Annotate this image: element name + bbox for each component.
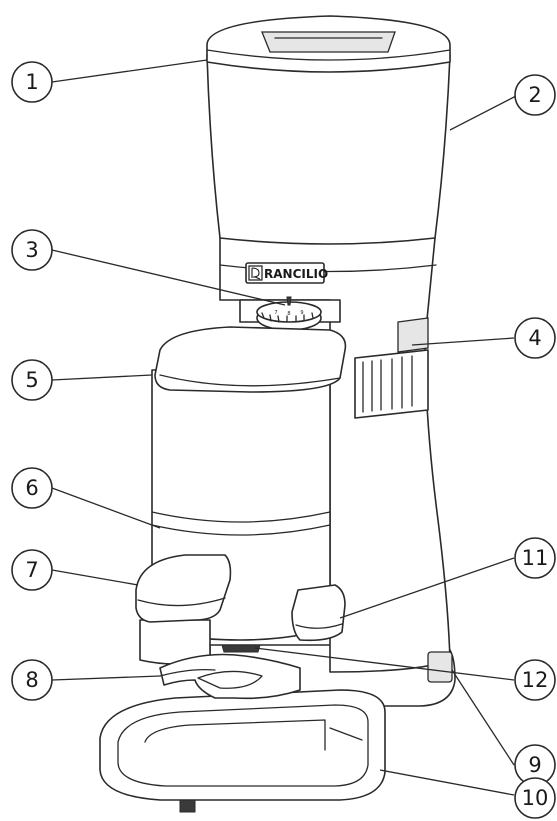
leader-9 [451, 669, 515, 766]
rancilio-logo-icon [248, 265, 263, 281]
leader-5 [51, 374, 153, 381]
callout-12: 12 [514, 659, 556, 701]
svg-text:12: 12 [522, 668, 549, 692]
side-control-panel [354, 317, 429, 419]
svg-text:10: 10 [522, 786, 549, 810]
coffee-tray [99, 689, 386, 813]
callouts: 1 2 3 4 5 6 7 8 9 10 11 12 [11, 61, 556, 819]
callout-11: 11 [514, 537, 556, 579]
leader-2 [449, 94, 519, 131]
grind-start-button[interactable] [291, 584, 346, 642]
leader-10 [379, 769, 515, 796]
leader-3 [51, 249, 286, 306]
svg-text:9: 9 [528, 753, 541, 777]
leader-6 [51, 487, 161, 529]
bean-hopper [206, 15, 451, 245]
svg-text:2: 2 [528, 83, 541, 107]
leader-4 [411, 337, 515, 346]
svg-text:4: 4 [528, 326, 541, 350]
callout-4: 4 [514, 317, 556, 359]
callout-9: 9 [514, 744, 556, 786]
power-switch[interactable] [427, 651, 453, 683]
svg-text:3: 3 [25, 238, 38, 262]
leader-11 [339, 557, 515, 619]
callout-2: 2 [514, 74, 556, 116]
svg-text:11: 11 [522, 546, 549, 570]
svg-text:7: 7 [25, 558, 38, 582]
callout-3: 3 [11, 229, 53, 271]
brand-plate: RANCILIO [245, 262, 328, 284]
coffee-spout [135, 554, 232, 665]
leader-8 [51, 675, 161, 681]
brand-name: RANCILIO [264, 267, 328, 281]
callout-1: 1 [11, 61, 53, 103]
holder-support-12 [221, 644, 261, 653]
leader-lines [51, 59, 519, 796]
callout-10: 10 [514, 777, 556, 819]
leader-12 [254, 647, 515, 681]
svg-text:8: 8 [25, 668, 38, 692]
grind-adjustment-dial[interactable]: 7 8 9 [239, 296, 341, 331]
portafilter-holder [159, 653, 301, 700]
callout-8: 8 [11, 659, 53, 701]
callout-6: 6 [11, 467, 53, 509]
chamber-lid [154, 326, 347, 393]
svg-text:6: 6 [25, 476, 38, 500]
leader-1 [51, 59, 208, 83]
callout-5: 5 [11, 359, 53, 401]
svg-text:1: 1 [25, 70, 38, 94]
leader-7 [51, 569, 139, 586]
dial-tick-2: 8 [287, 311, 290, 317]
dial-tick-1: 7 [274, 310, 277, 316]
dial-tick-3: 9 [300, 310, 303, 316]
svg-text:5: 5 [25, 368, 38, 392]
callout-7: 7 [11, 549, 53, 591]
